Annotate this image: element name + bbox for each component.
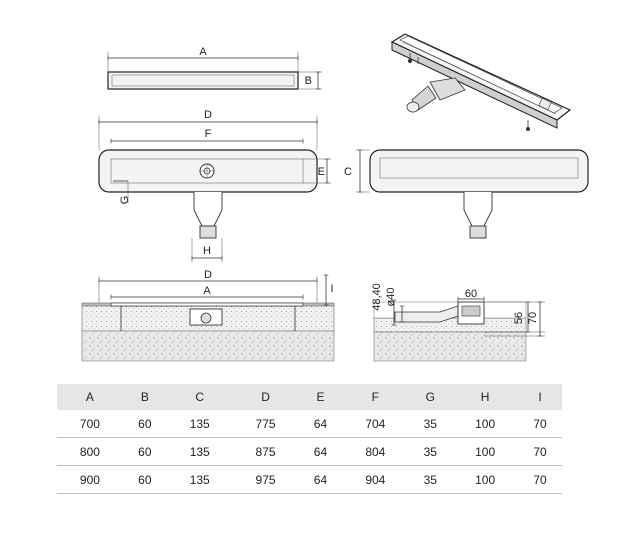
table-cell: 70 — [518, 410, 562, 438]
header-A: A — [57, 384, 123, 410]
table-cell: 800 — [57, 437, 123, 466]
table-cell: 135 — [166, 410, 233, 438]
table-cell: 60 — [122, 465, 167, 494]
table-cell: 35 — [408, 465, 453, 494]
label-56: 56 — [513, 312, 525, 324]
table-cell: 64 — [298, 465, 343, 494]
drain-front-view: D F E G H — [98, 109, 331, 262]
header-G: G — [408, 384, 453, 410]
table-cell: 64 — [298, 410, 343, 438]
label-D: D — [204, 109, 212, 121]
table-cell: 70 — [518, 465, 562, 494]
table-cell: 700 — [57, 410, 123, 438]
table-cell: 64 — [298, 437, 343, 466]
table-cell: 704 — [342, 410, 409, 438]
header-H: H — [452, 384, 519, 410]
table-row: 900 60 135 975 64 904 35 100 70 — [57, 465, 562, 494]
table-cell: 975 — [232, 465, 299, 494]
table-cell: 35 — [408, 437, 453, 466]
table-header-row: A B C D E F G H I — [57, 384, 562, 410]
header-D: D — [232, 384, 299, 410]
label-G: G — [119, 196, 131, 205]
table-cell: 60 — [122, 437, 167, 466]
table-cell: 135 — [166, 465, 233, 494]
table-cell: 70 — [518, 437, 562, 466]
installation-section-side: 48,40 ø40 60 56 70 — [371, 283, 545, 362]
label-A: A — [199, 46, 207, 58]
table-cell: 100 — [452, 410, 519, 438]
label-A-section: A — [203, 285, 211, 297]
label-I: I — [330, 283, 333, 295]
table-cell: 135 — [166, 437, 233, 466]
label-60: 60 — [465, 288, 477, 300]
label-d40: ø40 — [385, 288, 397, 307]
table-cell: 775 — [232, 410, 299, 438]
table-cell: 904 — [342, 465, 409, 494]
label-E: E — [318, 166, 325, 178]
header-C: C — [166, 384, 233, 410]
table-row: 700 60 135 775 64 704 35 100 70 — [57, 410, 562, 438]
table-cell: 100 — [452, 437, 519, 466]
header-I: I — [518, 384, 562, 410]
drain-outlet-icon — [199, 163, 215, 179]
label-70: 70 — [527, 312, 539, 324]
header-B: B — [122, 384, 167, 410]
header-F: F — [342, 384, 409, 410]
table-cell: 60 — [122, 410, 167, 438]
dimensions-table: A B C D E F G H I 700 60 135 775 64 704 … — [57, 384, 562, 494]
label-H: H — [203, 245, 211, 257]
header-E: E — [298, 384, 343, 410]
installation-section-front: D A I — [81, 269, 335, 362]
label-C: C — [344, 166, 352, 178]
drain-perspective-view — [390, 33, 572, 131]
table-cell: 35 — [408, 410, 453, 438]
table-row: 800 60 135 875 64 804 35 100 70 — [57, 437, 562, 466]
label-B: B — [305, 75, 312, 87]
technical-drawing: A B D F — [81, 33, 589, 362]
label-D-section: D — [204, 269, 212, 281]
table-cell: 804 — [342, 437, 409, 466]
grate-top-view: A B — [107, 46, 322, 90]
table-cell: 900 — [57, 465, 123, 494]
label-F: F — [205, 128, 212, 140]
table-cell: 875 — [232, 437, 299, 466]
table-cell: 100 — [452, 465, 519, 494]
drain-back-view: C — [344, 149, 589, 239]
label-48-40: 48,40 — [371, 283, 383, 311]
